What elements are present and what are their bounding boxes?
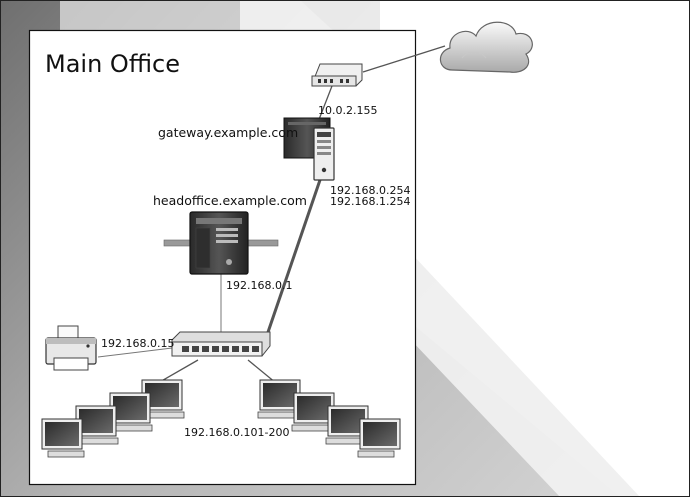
server-icon: [163, 211, 279, 275]
link-printer-switch: [97, 347, 173, 358]
network-switch-icon: [171, 331, 271, 357]
desktop-computer-icon: [41, 418, 85, 458]
printer-icon: [45, 325, 97, 371]
server-address-label: 192.168.0.1: [226, 279, 293, 292]
link-switch-workstations-right: [247, 359, 277, 384]
workstations-right: [257, 379, 401, 458]
desktop-computer-icon: [257, 379, 301, 419]
link-gateway-switch: [264, 179, 322, 339]
desktop-computer-icon: [291, 392, 335, 432]
link-modem-cloud: [362, 45, 446, 73]
modem-address-label: 10.0.2.155: [318, 104, 378, 117]
link-switch-workstations-left: [157, 359, 199, 384]
gateway-lan-address-label-1: 192.168.0.254: [330, 184, 411, 197]
gateway-hostname-label: gateway.example.com: [158, 125, 299, 140]
desktop-computer-icon: [357, 418, 401, 458]
link-modem-gateway: [317, 85, 333, 123]
office-title: Main Office: [45, 50, 180, 78]
desktop-computer-icon: [109, 392, 153, 432]
server-hostname-label: headoffice.example.com: [153, 193, 307, 208]
workstations-left: [41, 379, 185, 458]
printer-address-label: 192.168.0.15: [101, 337, 175, 350]
modem-icon: [311, 63, 363, 87]
server-tower-icon: [283, 117, 335, 181]
gateway-lan-address-label-2: 192.168.1.254: [330, 195, 411, 208]
cloud-icon: [439, 21, 533, 73]
desktop-computer-icon: [75, 405, 119, 445]
workstations-address-range-label: 192.168.0.101-200: [184, 426, 290, 439]
